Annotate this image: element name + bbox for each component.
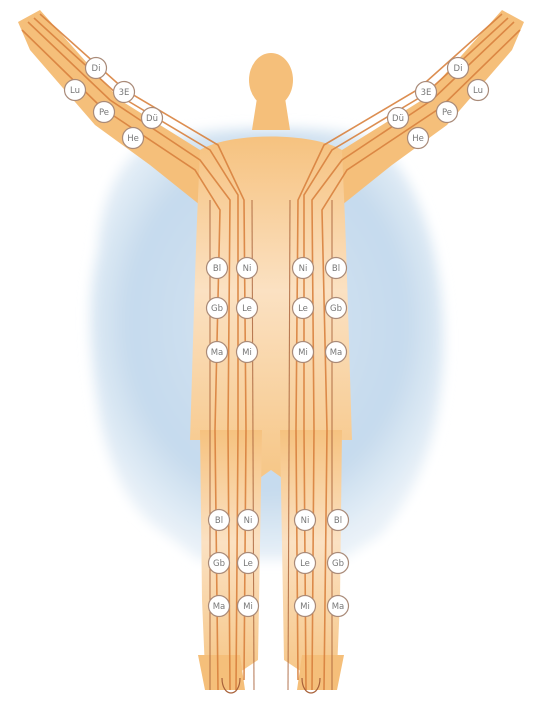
acupoint-left-thigh-outer-0: Bl [207, 258, 228, 279]
acupoint-label: Gb [211, 304, 223, 314]
acupoint-label: Bl [213, 264, 221, 274]
acupoint-left-shin-inner-2: Mi [238, 596, 259, 617]
acupoint-label: Bl [334, 516, 342, 526]
acupoint-right-shin-outer-2: Ma [328, 596, 349, 617]
acupoint-left-arm-1: Lu [65, 80, 86, 101]
acupoint-left-shin-inner-1: Le [238, 553, 259, 574]
acupoint-left-shin-inner-0: Ni [238, 510, 259, 531]
acupoint-right-arm-0: Di [448, 58, 469, 79]
acupoint-right-thigh-outer-0: Bl [326, 258, 347, 279]
acupoint-left-thigh-outer-2: Ma [207, 342, 228, 363]
acupoint-label: Pe [442, 108, 452, 118]
acupoint-label: Ma [213, 602, 226, 612]
acupoint-left-thigh-inner-1: Le [237, 298, 258, 319]
acupoint-label: Le [243, 559, 253, 569]
acupoint-right-shin-outer-0: Bl [328, 510, 349, 531]
acupoint-label: 3E [421, 88, 432, 98]
acupoint-label: Gb [213, 559, 225, 569]
acupoint-left-arm-3: Pe [94, 102, 115, 123]
acupoint-label: Ni [301, 516, 310, 526]
acupoint-label: Le [300, 559, 310, 569]
acupoint-right-thigh-outer-1: Gb [326, 298, 347, 319]
acupoint-right-arm-3: Pe [437, 102, 458, 123]
acupoint-label: Di [454, 64, 463, 74]
acupoint-left-arm-4: Dü [142, 108, 163, 129]
acupoint-left-arm-5: He [123, 128, 144, 149]
acupoint-label: Gb [332, 559, 344, 569]
acupoint-left-arm-2: 3E [114, 82, 135, 103]
acupoint-label: Bl [215, 516, 223, 526]
acupoint-left-shin-outer-2: Ma [209, 596, 230, 617]
acupoint-label: 3E [119, 88, 130, 98]
acupoint-left-thigh-inner-0: Ni [237, 258, 258, 279]
acupoint-label: Di [92, 64, 101, 74]
acupoint-label: Mi [300, 602, 310, 612]
acupoint-right-thigh-inner-0: Ni [293, 258, 314, 279]
acupoint-label: Ma [211, 348, 224, 358]
acupoint-label: Mi [298, 348, 308, 358]
acupoint-label: He [412, 134, 424, 144]
acupoint-label: Ma [330, 348, 343, 358]
acupoint-label: Mi [243, 602, 253, 612]
acupoint-left-thigh-inner-2: Mi [237, 342, 258, 363]
acupoint-right-thigh-outer-2: Ma [326, 342, 347, 363]
acupoint-right-thigh-inner-2: Mi [293, 342, 314, 363]
acupoint-label: Pe [99, 108, 109, 118]
acupoint-label: Dü [392, 114, 404, 124]
acupoint-left-thigh-outer-1: Gb [207, 298, 228, 319]
acupoint-right-shin-outer-1: Gb [328, 553, 349, 574]
acupoint-right-shin-inner-0: Ni [295, 510, 316, 531]
acupoint-label: Le [298, 304, 308, 314]
acupoint-label: Ni [299, 264, 308, 274]
acupoint-label: He [127, 134, 139, 144]
acupoint-right-thigh-inner-1: Le [293, 298, 314, 319]
acupoint-label: Ni [244, 516, 253, 526]
acupoint-label: Bl [332, 264, 340, 274]
acupoint-left-shin-outer-0: Bl [209, 510, 230, 531]
acupoint-label: Ni [243, 264, 252, 274]
acupoint-right-shin-inner-2: Mi [295, 596, 316, 617]
acupoint-right-arm-5: He [408, 128, 429, 149]
acupoint-label: Gb [330, 304, 342, 314]
acupoint-right-arm-1: Lu [468, 80, 489, 101]
acupoint-label: Lu [473, 86, 483, 96]
acupoint-label: Lu [70, 86, 80, 96]
acupoint-label: Mi [242, 348, 252, 358]
acupoint-label: Ma [332, 602, 345, 612]
acupoint-left-shin-outer-1: Gb [209, 553, 230, 574]
acupoint-label: Le [242, 304, 252, 314]
acupoint-right-arm-2: 3E [416, 82, 437, 103]
acupoint-left-arm-0: Di [86, 58, 107, 79]
acupoint-right-arm-4: Dü [388, 108, 409, 129]
acupoint-right-shin-inner-1: Le [295, 553, 316, 574]
acupoint-label: Dü [146, 114, 158, 124]
